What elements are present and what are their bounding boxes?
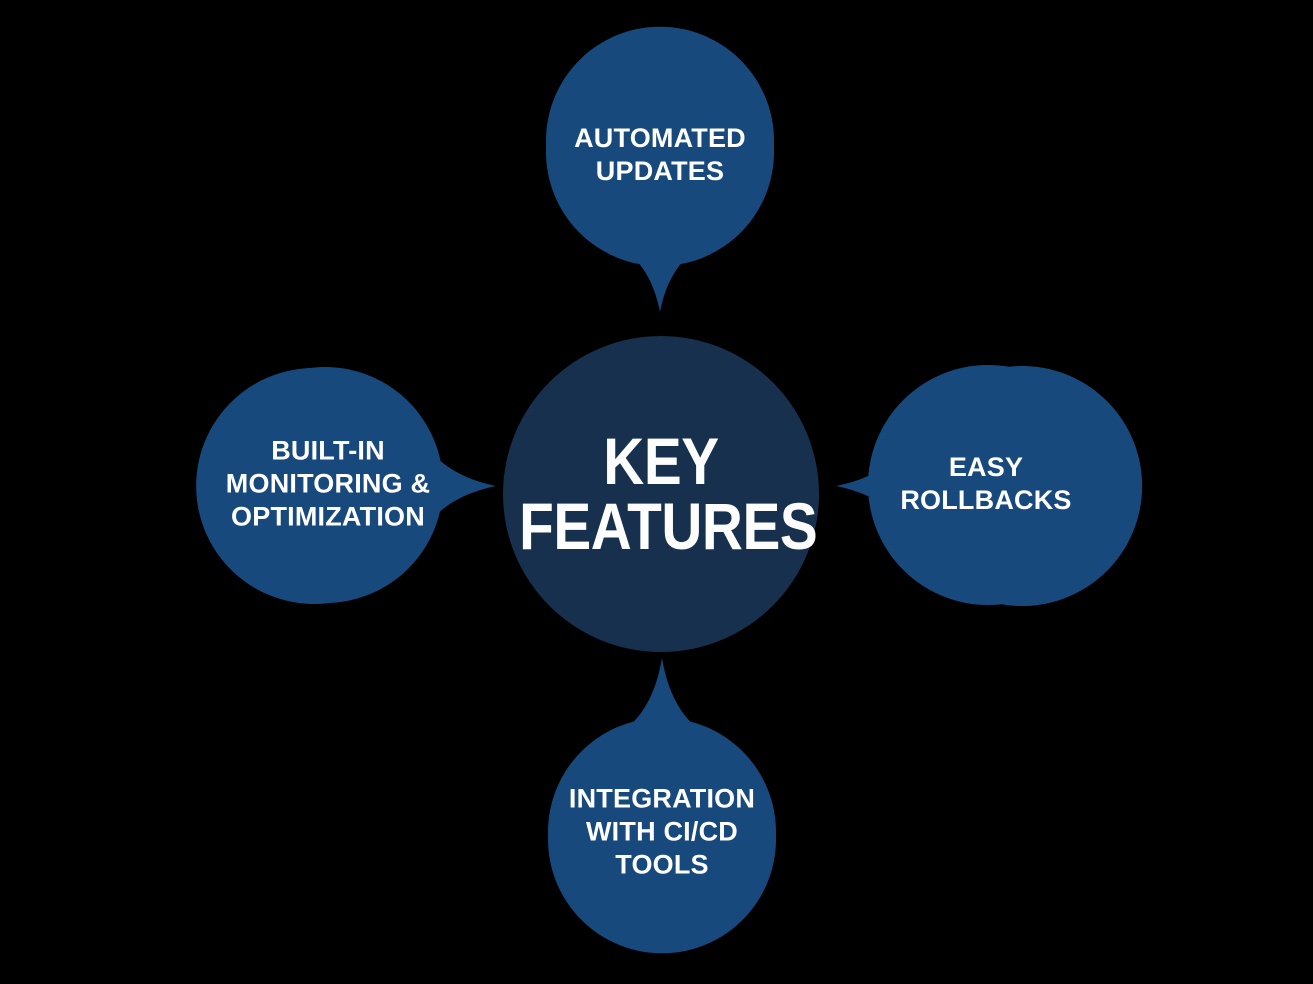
center-hub-circle[interactable] (503, 336, 819, 652)
node-shape-easy-rollbacks[interactable] (836, 365, 1143, 607)
node-shape-automated-updates[interactable] (546, 26, 774, 313)
node-shape-built-in-monitoring-optimization[interactable] (196, 367, 496, 604)
node-shape-integration-with-ci-cd-tools[interactable] (548, 658, 776, 954)
